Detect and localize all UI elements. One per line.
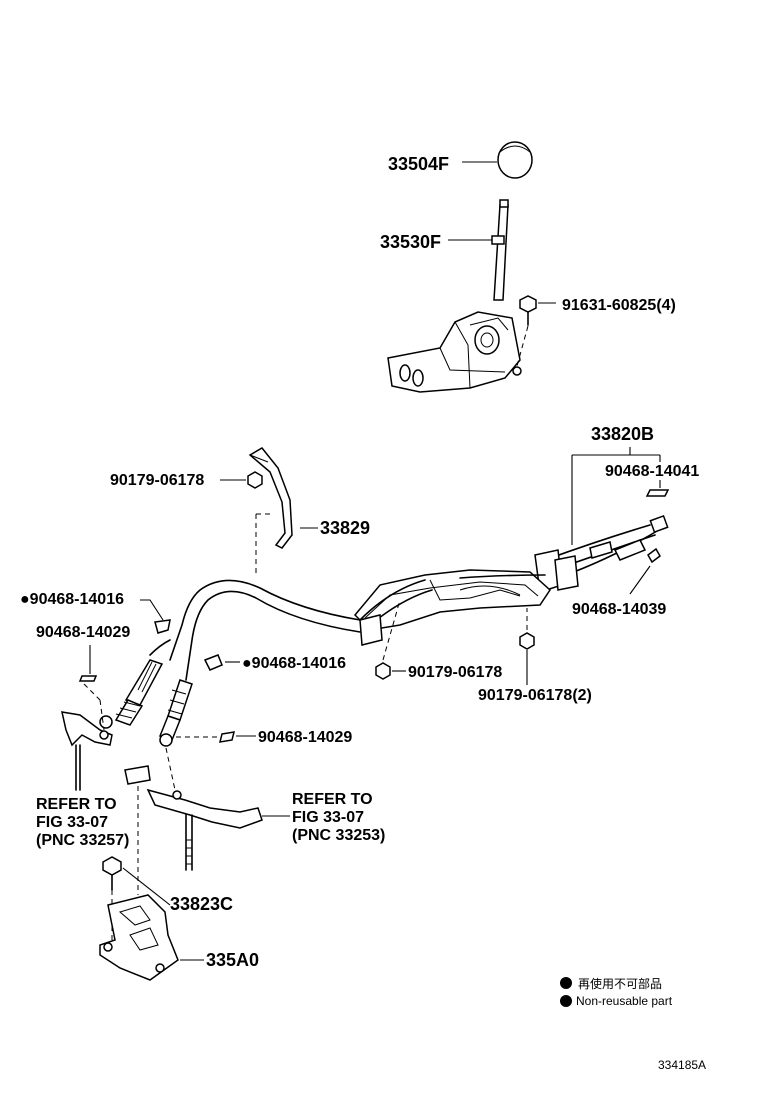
clip-14041-label: 90468-14041 [605, 463, 699, 480]
mounting-bolt-bottom [102, 856, 122, 891]
bracket-label: 33829 [320, 518, 370, 538]
non-reusable-dot-b: ● [242, 655, 252, 672]
refer-left-line2: FIG 33-07 [36, 814, 108, 831]
refer-right-line3: (PNC 33253) [292, 827, 385, 844]
shift-cables-main [169, 574, 546, 681]
clip-14039 [647, 547, 661, 564]
legend-dot-jp [560, 977, 572, 989]
nut-mid [375, 662, 391, 680]
mounting-bolt-top [519, 295, 537, 326]
lever-label: 33530F [380, 232, 441, 252]
nut-mid-label: 90179-06178 [408, 664, 502, 681]
clip-14016a [154, 619, 171, 634]
legend-jp: 再使用不可部品 [578, 976, 662, 991]
refer-left-line1: REFER TO [36, 796, 117, 813]
clip-14016a-label: ●90468-14016 [20, 591, 124, 608]
knob-label: 33504F [388, 154, 449, 174]
refer-right-line2: FIG 33-07 [292, 809, 364, 826]
shift-knob [497, 141, 533, 179]
clip-14029a [78, 675, 98, 682]
legend-en: Non-reusable part [576, 994, 673, 1008]
nut-mid2 [519, 632, 535, 650]
legend: 再使用不可部品 Non-reusable part [560, 976, 673, 1008]
legend-dot-en [560, 995, 572, 1007]
non-reusable-dot-a: ● [20, 591, 30, 608]
shift-lever [491, 199, 509, 301]
clip-14016b [203, 654, 223, 671]
clip-14016b-label: ●90468-14016 [242, 655, 346, 672]
cable-end-left [99, 639, 171, 729]
clip-14029b [218, 731, 236, 743]
cable-end-right [159, 679, 193, 747]
shift-bracket-bottom [99, 894, 179, 981]
cable-assy-leader [571, 447, 661, 545]
clip-14029a-label: 90468-14029 [36, 624, 130, 641]
cable-bracket-33829 [248, 447, 293, 549]
shift-lever-link [124, 765, 263, 871]
clip-14029b-label: 90468-14029 [258, 729, 352, 746]
refer-left-line3: (PNC 33257) [36, 832, 129, 849]
shift-lever-housing [387, 311, 522, 393]
clip-14039-label: 90468-14039 [572, 601, 666, 618]
shift-cables-right [534, 515, 669, 593]
cable-bracket-middle [353, 569, 551, 631]
figure-id: 334185A [658, 1058, 706, 1072]
cable-assy-label: 33820B [591, 424, 654, 444]
bracket-bottom-label: 335A0 [206, 950, 259, 970]
nut-mid2-label: 90179-06178(2) [478, 687, 592, 704]
clip-14041 [645, 489, 670, 497]
refer-right-line1: REFER TO [292, 791, 373, 808]
nut-left-label: 90179-06178 [110, 472, 204, 489]
bolt-top-label: 91631-60825(4) [562, 297, 676, 314]
select-lever-link [61, 711, 113, 791]
bolt-bottom-label: 33823C [170, 894, 233, 914]
nut-left [247, 471, 263, 489]
